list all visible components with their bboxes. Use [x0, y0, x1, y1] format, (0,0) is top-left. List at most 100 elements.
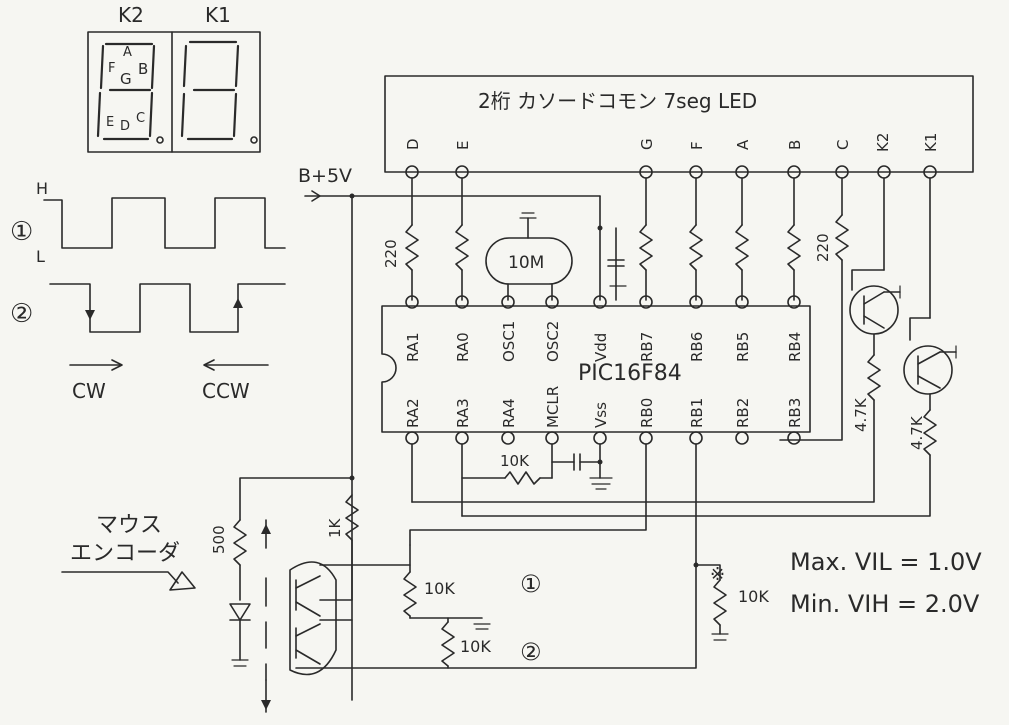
digit-driver-k2: 4.7K — [411, 177, 901, 503]
level-low-label: L — [36, 247, 45, 266]
signal-wiring: 10K ※ — [295, 443, 769, 669]
resistor-value-rb1: 10K — [738, 587, 769, 606]
led-module: 2桁 カソードコモン 7seg LED D E G F A B C K2 K1 — [384, 75, 974, 179]
display-outline — [87, 31, 261, 153]
segment-resistors: 220 220 — [382, 177, 849, 441]
pin-rb0: RB0 — [638, 398, 656, 428]
resistor-divider-1 — [403, 571, 417, 617]
led-module-box — [384, 75, 974, 173]
input-threshold-specs: Max. VIL = 1.0V Min. VIH = 2.0V — [790, 548, 982, 618]
pic16f84-chip: PIC16F84 RA1 RA0 OSC1 OSC2 Vdd RB7 RB6 R… — [381, 295, 811, 445]
segment-letter-g: G — [120, 70, 132, 88]
led-pin-f: F — [688, 141, 706, 150]
resistor-value-divider-1: 10K — [424, 579, 455, 598]
led-pin-b: B — [786, 140, 804, 150]
resistor-mclr — [504, 471, 541, 485]
pin-ra4: RA4 — [500, 398, 518, 428]
digit-k1 — [180, 40, 258, 144]
chip-bottom-pin-stubs — [405, 431, 801, 445]
resistor-divider-2 — [441, 621, 455, 667]
resistor-value-mclr: 10K — [500, 452, 530, 470]
segment-letter-b: B — [138, 60, 148, 78]
digit-k2: A F G B E D C — [96, 42, 164, 144]
resistor-base-k2 — [867, 354, 881, 401]
resistor-base-k1 — [923, 409, 937, 456]
segment-letter-d: D — [120, 119, 130, 134]
crystal-label: 10M — [508, 253, 544, 273]
resistor-value-base-1: 4.7K — [852, 397, 870, 432]
direction-ccw: CCW — [202, 379, 250, 403]
chip-body — [381, 305, 811, 433]
led-pin-k2: K2 — [874, 133, 892, 152]
power-rail: B+5V — [298, 165, 603, 701]
pin-ra2: RA2 — [404, 398, 422, 428]
chip-top-pin-stubs — [405, 295, 801, 309]
pin-rb3: RB3 — [786, 398, 804, 428]
resistor-pullup — [345, 494, 359, 541]
seven-segment-sketch: K2 K1 A F G B E D C — [87, 3, 261, 153]
pin-vdd: Vdd — [592, 333, 610, 362]
chip-name: PIC16F84 — [578, 361, 682, 386]
resistor-segment-d — [405, 224, 419, 271]
direction-cw: CW — [72, 379, 106, 403]
digit-label-k2: K2 — [118, 3, 144, 27]
pin-ra1: RA1 — [404, 332, 422, 362]
resistor-value-base-2: 4.7K — [908, 415, 926, 450]
pin-ra0: RA0 — [454, 332, 472, 362]
resistor-value-led: 500 — [210, 525, 228, 554]
resistor-led — [233, 519, 247, 566]
led-emitter — [229, 603, 251, 621]
transistor-k2 — [849, 285, 899, 335]
level-high-label: H — [36, 179, 48, 198]
crystal-10m — [485, 237, 573, 285]
pin-osc1: OSC1 — [500, 321, 518, 362]
led-pin-g: G — [638, 138, 656, 150]
led-pin-d: D — [404, 138, 422, 150]
pin-rb1: RB1 — [688, 398, 706, 428]
channel-1-marker: ① — [10, 217, 33, 247]
digit-driver-k1: 4.7K — [461, 177, 957, 517]
pin-rb5: RB5 — [734, 332, 752, 362]
transistor-k1 — [903, 345, 953, 395]
reset-network: 10K — [461, 443, 613, 490]
resistor-value-220-a: 220 — [382, 239, 400, 268]
note-mark: ※ — [710, 564, 725, 585]
waveform-channel-2 — [49, 283, 286, 333]
resistor-rb1-pulldown — [713, 579, 727, 626]
pin-rb2: RB2 — [734, 398, 752, 428]
segment-letter-f: F — [108, 61, 115, 76]
pin-osc2: OSC2 — [544, 321, 562, 362]
led-pin-a: A — [734, 139, 752, 150]
crystal-oscillator: 10M — [485, 212, 627, 301]
signal-2-marker: ② — [520, 638, 542, 666]
pin-vss: Vss — [592, 402, 610, 428]
channel-2-marker: ② — [10, 299, 33, 329]
segment-letter-c: C — [136, 111, 145, 126]
encoder-label-line1: マウス — [96, 513, 162, 538]
pin-rb4: RB4 — [786, 332, 804, 362]
resistor-value-pullup: 1K — [326, 517, 344, 538]
resistor-value-220-c: 220 — [814, 233, 832, 262]
spec-vih: Min. VIH = 2.0V — [790, 590, 980, 618]
spec-vil: Max. VIL = 1.0V — [790, 548, 982, 576]
pin-ra3: RA3 — [454, 398, 472, 428]
led-module-title: 2桁 カソードコモン 7seg LED — [478, 89, 757, 113]
led-pin-k1: K1 — [922, 133, 940, 152]
phototransistor-pair — [289, 561, 337, 676]
waveform-channel-1 — [43, 197, 286, 249]
pin-rb6: RB6 — [688, 332, 706, 362]
led-pin-e: E — [454, 141, 472, 150]
signal-1-marker: ① — [520, 570, 542, 598]
pin-mclr: MCLR — [544, 386, 562, 428]
mouse-encoder: マウス エンコーダ 500 1K 10K — [61, 477, 542, 713]
led-pin-c: C — [834, 140, 852, 150]
encoder-pointer-arrow — [61, 571, 179, 584]
resistor-value-divider-2: 10K — [460, 637, 491, 656]
pin-rb7: RB7 — [638, 332, 656, 362]
segment-letter-e: E — [106, 115, 114, 130]
encoder-waveforms: H L ① ② CW CCW — [10, 179, 286, 403]
power-label: B+5V — [298, 165, 352, 187]
segment-letter-a: A — [123, 45, 132, 60]
encoder-label-line2: エンコーダ — [70, 541, 180, 566]
